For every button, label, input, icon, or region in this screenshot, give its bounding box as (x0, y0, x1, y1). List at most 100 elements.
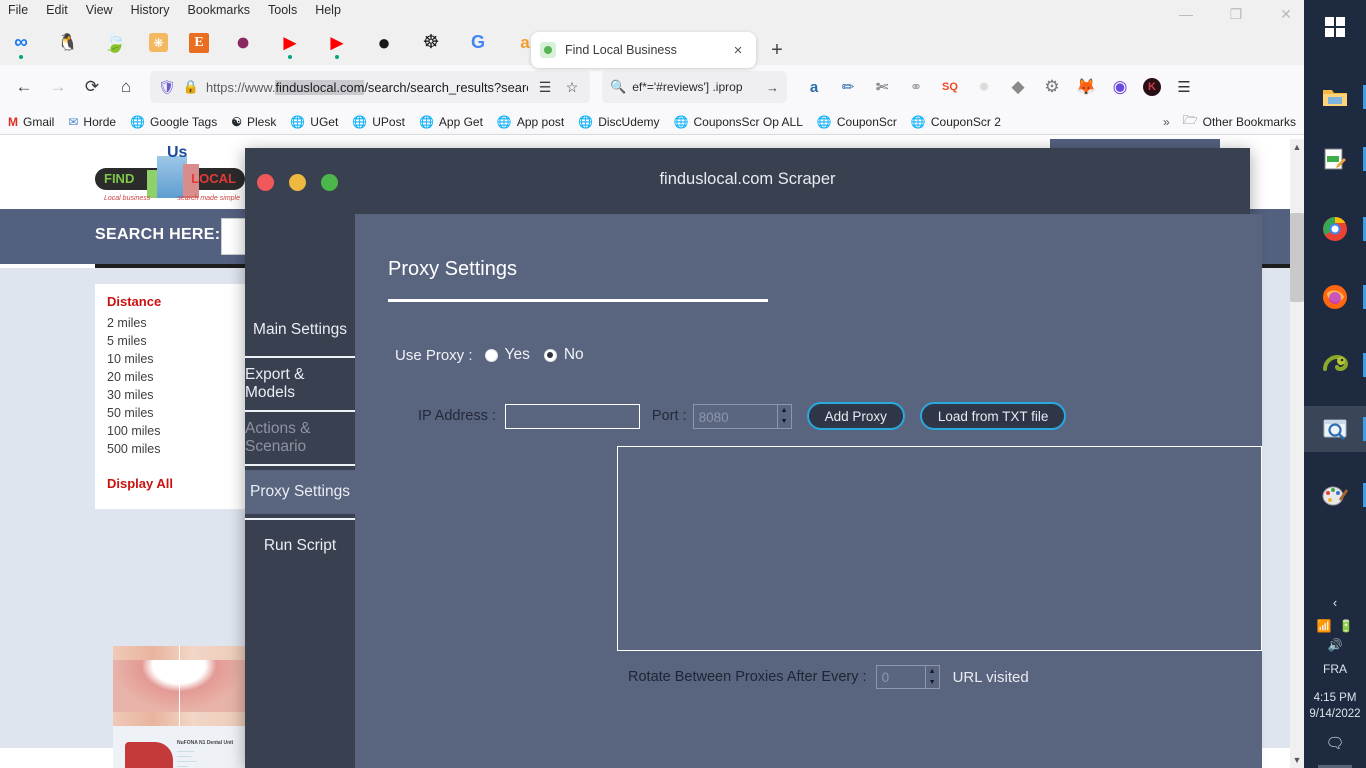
other-bookmarks-folder[interactable]: 🗁Other Bookmarks (1183, 111, 1296, 132)
lock-icon[interactable]: 🔒 (182, 79, 199, 94)
reload-icon[interactable]: ⟳ (84, 77, 100, 96)
reader-mode-icon[interactable]: ☰ (538, 78, 552, 95)
facet-item-500-miles[interactable]: 500 miles (107, 442, 161, 456)
scrollbar-thumb[interactable] (1290, 213, 1304, 302)
google-icon[interactable]: G (470, 32, 485, 52)
purple-circle-icon[interactable]: ● (235, 28, 251, 56)
metamask-fox-icon[interactable]: 🦊 (1076, 79, 1096, 96)
address-bar[interactable]: 🛡 🔒 https://www.finduslocal.com/search/s… (150, 71, 590, 103)
tab-close-icon[interactable]: × (733, 41, 743, 59)
gear-icon[interactable]: ⚙ (1044, 77, 1060, 96)
facet-item-10-miles[interactable]: 10 miles (107, 352, 154, 366)
ghost-icon[interactable]: ◆ (1011, 77, 1025, 96)
scroll-up-icon[interactable]: ▲ (1292, 142, 1302, 152)
proxy-list-textarea[interactable] (617, 446, 1262, 651)
close-icon[interactable]: ✕ (1280, 5, 1292, 22)
port-stepper-up-icon[interactable]: ▲ (780, 406, 788, 414)
bookmark-couponscr-2[interactable]: 🌐CouponScr 2 (911, 115, 1001, 129)
menu-edit[interactable]: Edit (46, 3, 68, 17)
app-menu-icon[interactable]: ☰ (1177, 79, 1191, 96)
scroll-down-icon[interactable]: ▼ (1292, 755, 1302, 765)
back-icon[interactable]: ← (15, 77, 33, 96)
bookmark-uget[interactable]: 🌐UGet (290, 115, 338, 129)
white-ball-icon[interactable]: ● (978, 76, 990, 97)
dark-globe-icon[interactable]: ☸ (422, 32, 440, 53)
app-close-icon[interactable] (257, 174, 274, 191)
chameleon-icon[interactable] (1304, 342, 1366, 388)
notepad-icon[interactable] (1304, 136, 1366, 182)
bookmarks-overflow-icon[interactable]: » (1163, 114, 1170, 129)
new-tab-button[interactable]: + (771, 39, 783, 61)
leaf-icon[interactable]: 🍃 (103, 32, 127, 54)
forward-icon[interactable]: → (49, 77, 67, 96)
bookmark-couponsscr-op-all[interactable]: 🌐CouponsScr Op ALL (674, 115, 803, 129)
language-indicator[interactable]: FRA (1323, 662, 1347, 676)
menu-tools[interactable]: Tools (268, 3, 298, 17)
page-scrollbar[interactable]: ▲ ▼ (1290, 139, 1304, 768)
ad-dental-unit-image[interactable]: NuFONA N1 Dental Unit───────────────────… (113, 726, 245, 768)
rotate-stepper-up-icon[interactable]: ▲ (928, 668, 936, 675)
site-logo[interactable]: FIND LOCAL Us Local business search made… (95, 144, 245, 202)
sidebar-item-export-models[interactable]: Export & Models (245, 366, 305, 401)
maximize-icon[interactable]: ❐ (1229, 5, 1243, 22)
port-stepper[interactable]: ▲ ▼ (777, 403, 792, 429)
facet-item-5-miles[interactable]: 5 miles (107, 334, 147, 348)
paint-icon[interactable] (1304, 472, 1366, 518)
scraper-app-icon[interactable] (1304, 406, 1366, 452)
menu-help[interactable]: Help (315, 3, 341, 17)
facet-item-2-miles[interactable]: 2 miles (107, 316, 147, 330)
search-go-icon[interactable]: → (766, 79, 779, 95)
file-explorer-icon[interactable] (1304, 74, 1366, 120)
sidebar-item-main-settings[interactable]: Main Settings (253, 321, 347, 338)
etsy-icon[interactable]: E (189, 32, 209, 53)
facet-item-30-miles[interactable]: 30 miles (107, 388, 154, 402)
start-icon[interactable] (1304, 4, 1366, 50)
load-from-txt-button[interactable]: Load from TXT file (919, 402, 1067, 430)
port-field[interactable]: 8080 ▲ ▼ (692, 403, 792, 429)
rotate-input[interactable]: 0 (875, 665, 926, 689)
app-maximize-icon[interactable] (321, 174, 338, 191)
firefox-icon[interactable] (1304, 274, 1366, 320)
bookmark-horde[interactable]: ✉Horde (68, 115, 116, 129)
phantom-icon[interactable]: ◉ (1112, 77, 1128, 96)
taskbar-clock[interactable]: 4:15 PM 9/14/2022 (1304, 690, 1366, 722)
menu-bookmarks[interactable]: Bookmarks (187, 3, 251, 17)
menu-file[interactable]: File (8, 3, 29, 17)
facet-item-20-miles[interactable]: 20 miles (107, 370, 154, 384)
tray-expand-icon[interactable]: ‹ (1332, 595, 1338, 610)
shield-icon[interactable]: 🛡 (158, 78, 176, 95)
bookmark-google-tags[interactable]: 🌐Google Tags (130, 115, 217, 129)
bookmark-discudemy[interactable]: 🌐DiscUdemy (578, 115, 659, 129)
radio-use-proxy-yes[interactable]: Yes (484, 346, 530, 364)
sidebar-item-proxy-settings[interactable]: Proxy Settings (245, 470, 355, 514)
wifi-icon[interactable]: 📶 (1316, 619, 1332, 633)
search-input[interactable]: ef*='#reviews'] .iprop (632, 80, 743, 94)
port-stepper-down-icon[interactable]: ▼ (780, 418, 788, 426)
search-bar[interactable]: 🔍 ef*='#reviews'] .iprop → (602, 71, 787, 103)
ad-teeth-whitening-image[interactable] (113, 646, 245, 726)
meta-icon[interactable]: ∞ (8, 30, 34, 59)
app-minimize-icon[interactable] (289, 174, 306, 191)
chain-icon[interactable]: ⚭ (909, 79, 923, 96)
seoquake-icon[interactable]: SQ (942, 81, 958, 93)
penguin-icon[interactable]: 🐧 (57, 32, 79, 52)
screenshot-icon[interactable]: ✄ (875, 79, 889, 96)
keplr-icon[interactable]: K (1143, 78, 1161, 96)
browser-tab[interactable]: Find Local Business × (531, 32, 756, 68)
rotate-stepper[interactable]: ▲ ▼ (925, 665, 940, 689)
volume-icon[interactable]: 🔊 (1327, 638, 1343, 652)
facet-item-100-miles[interactable]: 100 miles (107, 424, 161, 438)
rotate-stepper-down-icon[interactable]: ▼ (928, 679, 936, 686)
sidebar-item-run-script[interactable]: Run Script (263, 537, 337, 554)
star-icon[interactable]: ☆ (565, 78, 579, 95)
bookmark-app-get[interactable]: 🌐App Get (419, 115, 483, 129)
facet-display-all[interactable]: Display All (107, 476, 173, 491)
menu-view[interactable]: View (85, 3, 113, 17)
sidebar-item-actions-scenario[interactable]: Actions & Scenario (245, 420, 311, 455)
youtube-download-2-icon[interactable]: ► (324, 30, 350, 59)
port-input[interactable]: 8080 (692, 403, 778, 429)
eyedropper-icon[interactable]: ✏ (841, 79, 855, 96)
notification-icon[interactable]: 🗨 (1325, 735, 1345, 752)
add-proxy-button[interactable]: Add Proxy (806, 402, 905, 430)
